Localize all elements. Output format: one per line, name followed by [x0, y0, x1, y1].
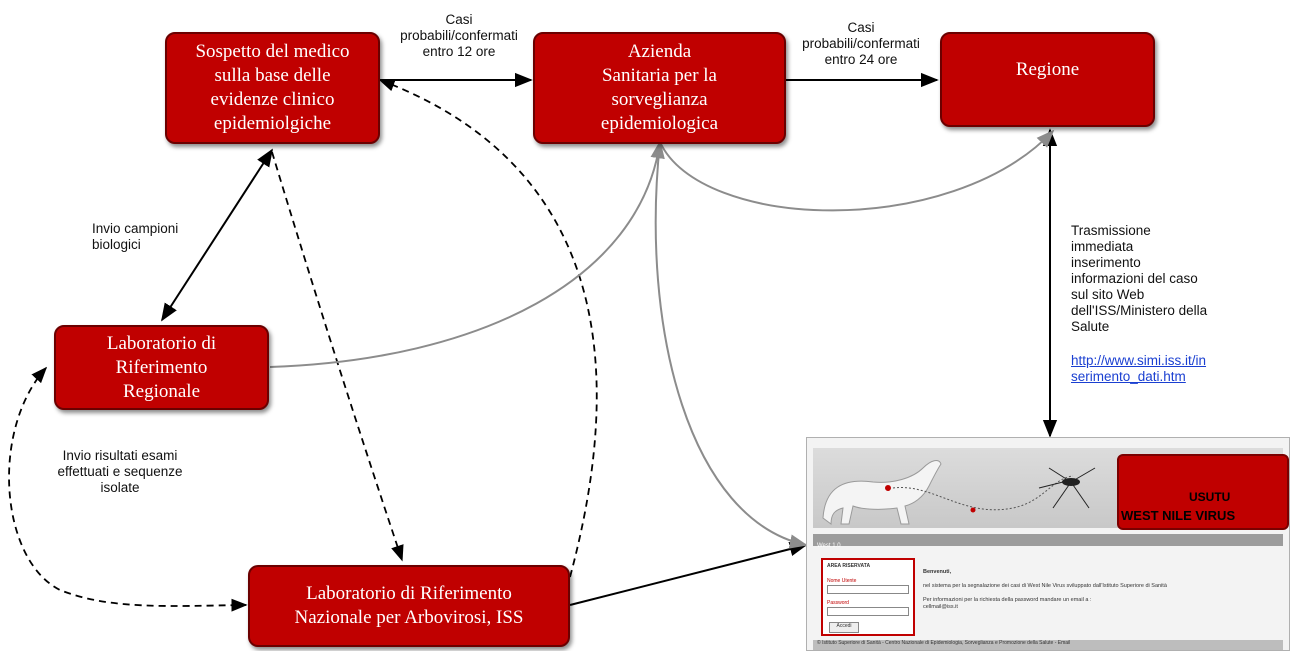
horse-mosquito-illustration	[822, 460, 1096, 525]
website-password-label: Password	[827, 600, 849, 606]
box-regione-text: Regione	[1015, 59, 1080, 80]
website-west-nile: WEST NILE VIRUS	[1121, 508, 1236, 523]
website-footer: © Istituto Superiore di Sanità - Centro …	[813, 640, 1283, 650]
label-invio-risultati: Invio risultati esami effettuati e seque…	[57, 448, 183, 495]
label-trasmissione: Trasmissione immediata inserimento infor…	[1071, 223, 1208, 334]
website-area-title: AREA RISERVATA	[827, 563, 871, 569]
arrow-medico-labreg	[161, 148, 273, 322]
website-password-input[interactable]	[827, 607, 909, 616]
website-navbar: West 1.0	[813, 534, 1283, 549]
website-login-button[interactable]: Accedi	[829, 622, 859, 633]
box-lab-regionale-text: Laboratorio di Riferimento Regionale	[106, 332, 217, 402]
box-sospetto-medico-text: Sospetto del medico sulla base delle evi…	[195, 41, 350, 134]
website-usutu: USUTU	[1189, 490, 1231, 504]
box-azienda-sanitaria-text: Azienda Sanitaria per la sorveglianza ep…	[600, 41, 719, 134]
arrow-labnaz-website	[569, 542, 808, 606]
website-welcome-title: Benvenuti,	[923, 569, 952, 575]
website-username-label: Nome Utente	[827, 578, 857, 584]
gray-azienda-website	[654, 141, 808, 549]
label-casi-24-ore: Casi probabili/confermati entro 24 ore	[802, 20, 920, 67]
label-invio-campioni: Invio campioni biologici	[92, 221, 179, 252]
dashed-labnaz-medico	[378, 79, 598, 578]
label-casi-12-ore: Casi probabili/confermati entro 12 ore	[400, 12, 518, 59]
website-welcome: Benvenuti, nel sistema per la segnalazio…	[923, 562, 1273, 611]
gray-azienda-regione	[659, 129, 1055, 212]
website-username-input[interactable]	[827, 585, 909, 594]
dashed-labreg-labnaz	[8, 366, 248, 612]
box-regione: Regione	[940, 32, 1155, 127]
website-red-panel: USUTU WEST NILE VIRUS	[1117, 454, 1289, 530]
box-sospetto-medico: Sospetto del medico sulla base delle evi…	[165, 32, 380, 144]
website-navbar-text: West 1.0	[817, 543, 841, 549]
link-simi-iss[interactable]: http://www.simi.iss.it/in serimento_dati…	[1071, 353, 1207, 384]
website-screenshot: USUTU WEST NILE VIRUS West 1.0 AREA RISE…	[806, 437, 1290, 651]
box-azienda-sanitaria: Azienda Sanitaria per la sorveglianza ep…	[533, 32, 786, 144]
website-login-box: AREA RISERVATA Nome Utente Password Acce…	[821, 558, 915, 636]
box-lab-nazionale-text: Laboratorio di Riferimento Nazionale per…	[294, 583, 524, 628]
box-lab-nazionale: Laboratorio di Riferimento Nazionale per…	[248, 565, 570, 647]
gray-labreg-azienda	[269, 140, 665, 368]
box-lab-regionale: Laboratorio di Riferimento Regionale	[54, 325, 269, 410]
website-welcome-text: nel sistema per la segnalazione dei casi…	[923, 583, 1167, 610]
